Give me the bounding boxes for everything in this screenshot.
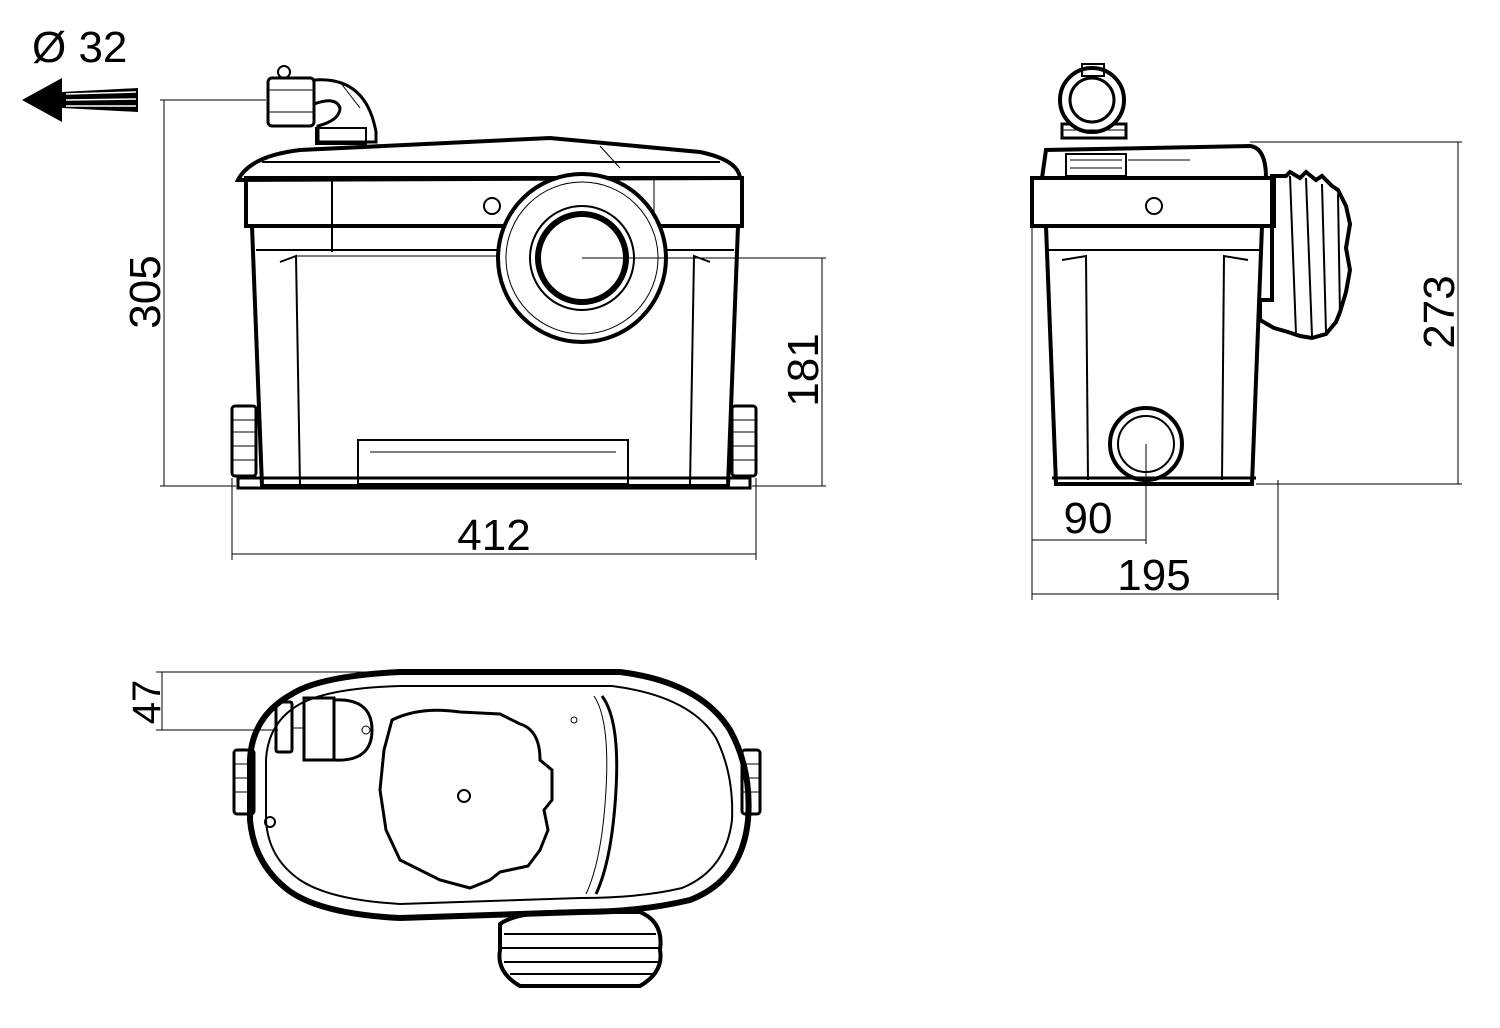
- top-rubber-sleeve: [497, 909, 663, 988]
- outlet-diameter-label: Ø 32: [32, 23, 127, 72]
- dim-total-height: 305: [121, 255, 170, 328]
- dim-side-inlet-offset: 90: [1064, 494, 1113, 543]
- side-view: [1030, 63, 1353, 486]
- front-outlet-elbow: [266, 65, 378, 145]
- top-left-side-inlet: [232, 748, 256, 816]
- top-view: [232, 669, 762, 988]
- front-left-side-inlet: [230, 404, 258, 478]
- front-view: [230, 65, 826, 490]
- top-dimensions: [156, 671, 560, 731]
- side-rubber-sleeve: [1258, 169, 1353, 341]
- side-outlet-pipe: [1058, 63, 1128, 140]
- dim-top-offset: 47: [125, 680, 169, 725]
- front-toilet-inlet: [496, 172, 826, 344]
- top-right-side-inlet: [740, 748, 762, 816]
- dim-side-height: 273: [1415, 275, 1464, 348]
- front-dimensions: [160, 99, 826, 560]
- outlet-direction-arrow-icon: [22, 78, 138, 122]
- side-dimensions: [1031, 141, 1462, 600]
- dim-depth: 195: [1117, 551, 1190, 600]
- dim-inlet-height: 181: [779, 333, 828, 406]
- dim-width: 412: [457, 511, 530, 560]
- top-outlet-elbow: [274, 696, 374, 762]
- front-right-side-inlet: [730, 404, 758, 478]
